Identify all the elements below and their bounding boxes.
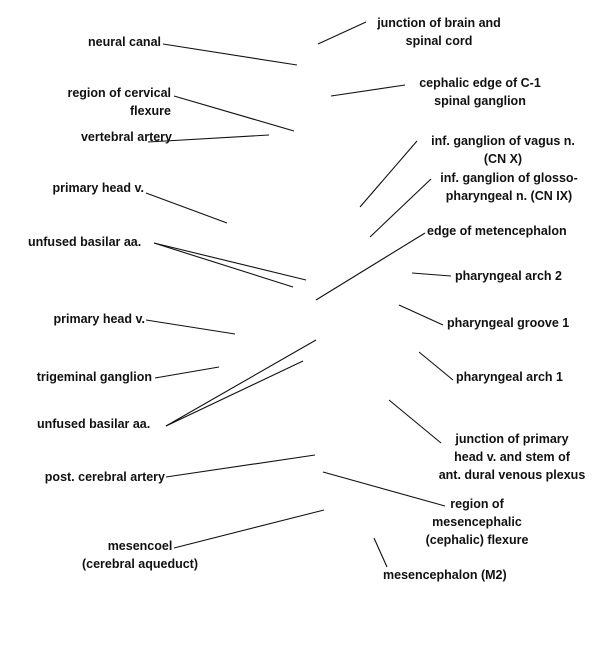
- label-junction-brain-spinal-cord: junction of brain and spinal cord: [377, 16, 501, 48]
- label-unfused-basilar-aa-2: unfused basilar aa.: [37, 417, 151, 431]
- leader-vertebral-artery: [147, 134, 270, 143]
- label-edge-metencephalon: edge of metencephalon: [427, 224, 567, 238]
- leader-inf-ganglion-vagus: [359, 140, 418, 208]
- label-vertebral-artery: vertebral artery: [80, 130, 172, 144]
- leader-mesencephalon: [373, 537, 388, 568]
- label-mesencephalon: mesencephalon (M2): [383, 568, 507, 582]
- label-inf-ganglion-glosso: inf. ganglion of glosso- pharyngeal n. (…: [440, 171, 578, 203]
- leader-edge-metencephalon: [315, 232, 426, 301]
- leader-post-cerebral-artery: [165, 454, 316, 478]
- label-pharyngeal-groove-1: pharyngeal groove 1: [447, 316, 570, 330]
- leader-mesencephalic-flexure: [322, 471, 446, 507]
- label-neural-canal: neural canal: [88, 35, 161, 49]
- label-pharyngeal-arch-2: pharyngeal arch 2: [455, 269, 562, 283]
- leader-cephalic-edge: [330, 84, 406, 97]
- label-post-cerebral-artery: post. cerebral artery: [44, 470, 165, 484]
- leader-unfused-basilar-1a: [153, 242, 307, 281]
- leader-unfused-basilar-2b: [165, 360, 304, 427]
- leader-pharyngeal-arch-2: [411, 272, 452, 277]
- label-region-mesencephalic-flexure: region of mesencephalic (cephalic) flexu…: [425, 497, 529, 547]
- leader-unfused-basilar-1b: [153, 242, 294, 288]
- leader-primary-head-v-1: [145, 192, 228, 224]
- leader-neural-canal: [162, 43, 298, 66]
- label-trigeminal-ganglion: trigeminal ganglion: [36, 370, 152, 384]
- leader-junction-primary-head-v: [388, 399, 442, 444]
- leader-mesencoel: [173, 509, 325, 549]
- leader-trigeminal-ganglion: [154, 366, 220, 379]
- leader-cervical-flexure: [173, 95, 295, 132]
- leader-pharyngeal-groove-1: [398, 304, 444, 326]
- leader-unfused-basilar-2a: [165, 339, 317, 427]
- label-primary-head-v-1: primary head v.: [52, 181, 144, 195]
- label-primary-head-v-2: primary head v.: [53, 312, 145, 326]
- leader-junction-brain: [317, 21, 367, 45]
- leader-primary-head-v-2: [145, 319, 236, 335]
- label-cephalic-edge-c1: cephalic edge of C-1 spinal ganglion: [419, 76, 541, 108]
- label-junction-primary-head-v: junction of primary head v. and stem of …: [438, 432, 586, 482]
- label-inf-ganglion-vagus: inf. ganglion of vagus n. (CN X): [431, 134, 575, 166]
- label-mesencoel: mesencoel (cerebral aqueduct): [81, 539, 198, 571]
- label-region-cervical-flexure: region of cervical flexure: [67, 86, 171, 118]
- leader-pharyngeal-arch-1: [418, 351, 454, 381]
- label-unfused-basilar-aa-1: unfused basilar aa.: [28, 235, 142, 249]
- leader-inf-ganglion-glosso: [369, 178, 432, 238]
- label-pharyngeal-arch-1: pharyngeal arch 1: [456, 370, 563, 384]
